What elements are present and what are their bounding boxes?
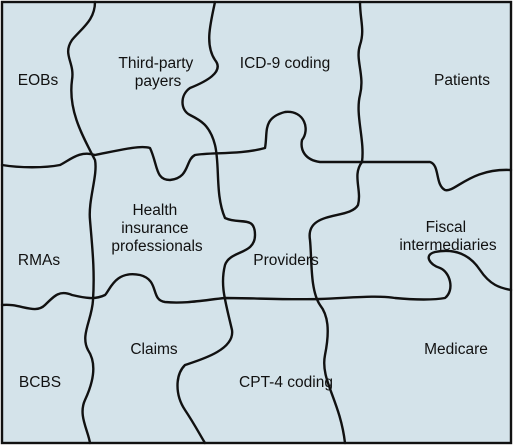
piece-label-cpt4-coding: CPT-4 coding <box>239 374 333 391</box>
piece-label-third-party-payers: Third-party payers <box>118 55 197 90</box>
piece-label-health-line-1: Health <box>132 202 177 219</box>
piece-label-fiscal-line-2: intermediaries <box>399 237 497 254</box>
piece-label-fiscal-line-1: Fiscal <box>426 219 466 236</box>
piece-label-health-line-3: professionals <box>111 238 203 255</box>
piece-label-rmas: RMAs <box>18 252 60 269</box>
piece-label-claims: Claims <box>130 341 178 358</box>
cut-line-v2 <box>176 0 257 445</box>
cut-line-v1 <box>67 0 97 445</box>
cut-line-h2 <box>0 249 513 311</box>
piece-label-medicare: Medicare <box>424 341 488 358</box>
piece-label-bcbs: BCBS <box>19 374 61 391</box>
piece-label-eobs: EOBs <box>18 72 59 89</box>
piece-label-health-insurance-professionals: Health insurance professionals <box>111 202 203 255</box>
cut-line-v3 <box>308 0 364 445</box>
piece-label-third-party-line-2: payers <box>135 73 182 90</box>
cut-line-h1 <box>0 110 513 192</box>
piece-label-health-line-2: insurance <box>121 220 188 237</box>
piece-label-providers: Providers <box>253 252 319 269</box>
piece-label-patients: Patients <box>434 72 490 89</box>
piece-label-icd9-coding: ICD-9 coding <box>240 55 330 72</box>
piece-label-fiscal-intermediaries: Fiscal intermediaries <box>399 219 497 254</box>
piece-label-third-party-line-1: Third-party <box>118 55 193 72</box>
